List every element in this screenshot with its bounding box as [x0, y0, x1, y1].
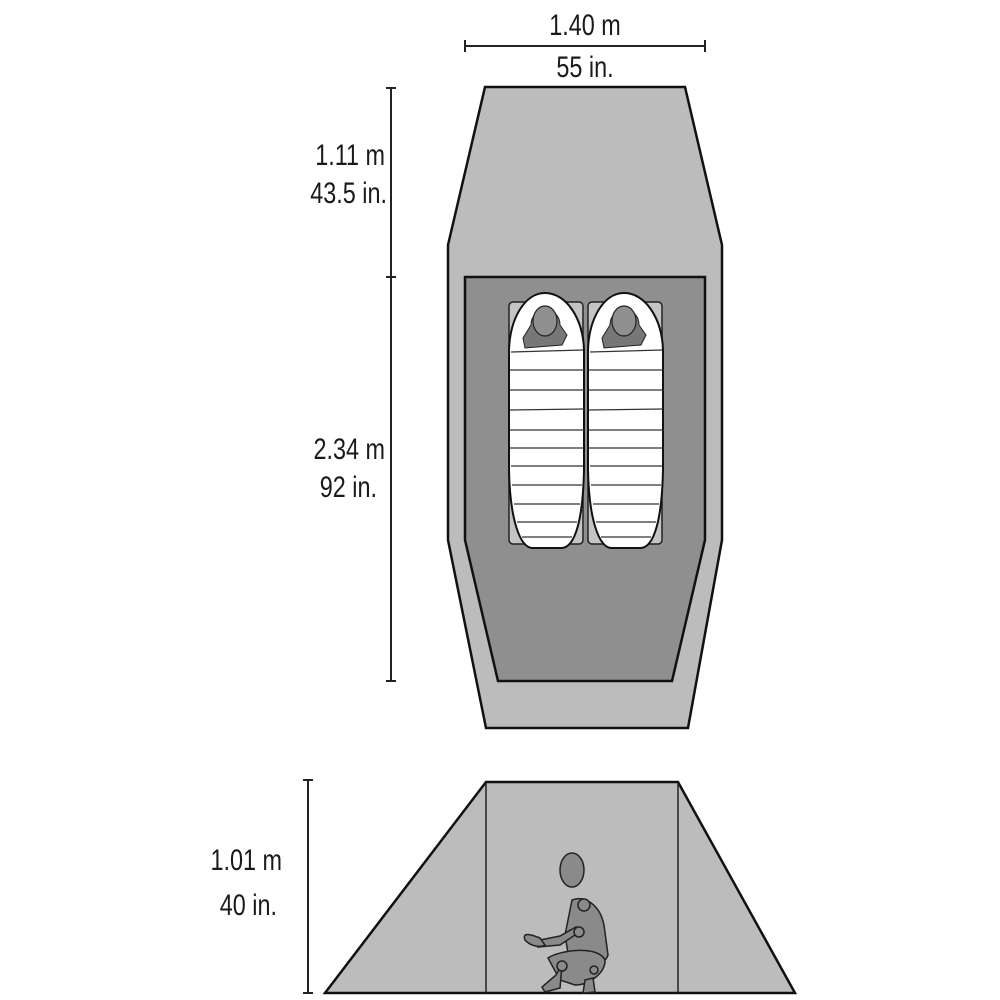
floor-length-imperial-label: 92 in. [319, 471, 377, 504]
width-imperial-label: 55 in. [556, 51, 614, 84]
tent-floor-area [463, 275, 707, 683]
sleeping-bag-left [508, 291, 585, 549]
height-metric-label: 1.01 m [210, 844, 282, 877]
width-metric-label: 1.40 m [549, 9, 621, 42]
sleeper-head-icon [611, 305, 637, 337]
height-dimension-line [303, 779, 313, 994]
sleeping-bag-right [587, 291, 664, 549]
width-dimension-line [464, 40, 706, 52]
crouching-person-icon [523, 852, 609, 994]
height-imperial-label: 40 in. [219, 889, 277, 922]
floor-length-metric-label: 2.34 m [313, 433, 385, 466]
sleeper-head-icon [532, 305, 558, 337]
length-dimension-line [386, 87, 396, 682]
vestibule-length-metric-label: 1.11 m [315, 139, 385, 172]
vestibule-length-imperial-label: 43.5 in. [310, 177, 387, 210]
